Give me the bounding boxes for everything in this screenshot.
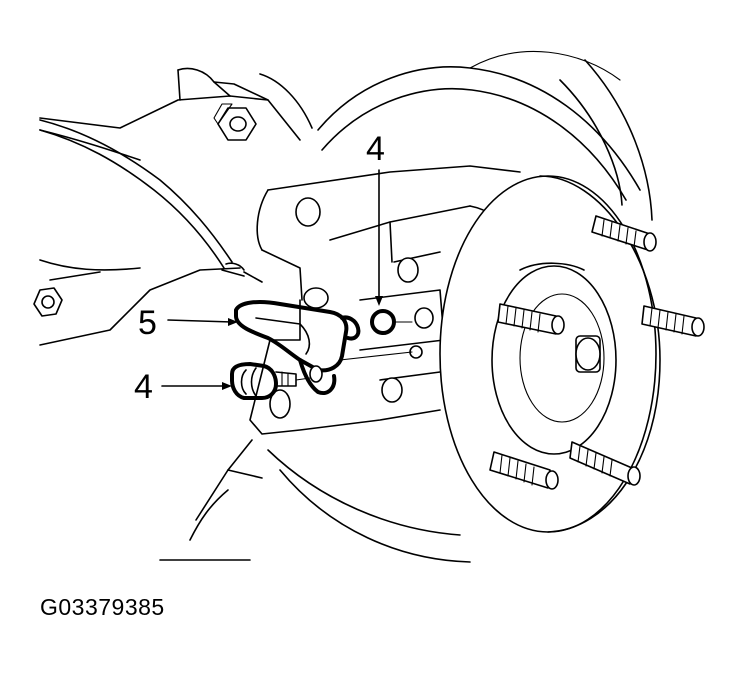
dust-shield	[267, 50, 653, 563]
speed-sensor	[234, 287, 361, 395]
wheel-hub-disc	[439, 175, 661, 533]
knuckle-bolt-left	[33, 287, 63, 317]
wheel-studs	[489, 215, 705, 490]
wheel-stud-left	[497, 303, 565, 335]
wheel-stud-right	[641, 305, 705, 337]
wheel-stud-bottom-right	[569, 441, 641, 486]
sensor-wire	[39, 119, 263, 283]
knuckle-bolt-upper	[213, 103, 257, 141]
o-ring	[370, 309, 413, 335]
wheel-stud-bottom-left	[489, 451, 559, 490]
callout-leaders	[161, 169, 383, 390]
wheel-stud-top	[591, 215, 657, 252]
bolt	[230, 362, 323, 400]
callout-label-bolt: 4	[134, 368, 153, 406]
callout-label-speed-sensor: 5	[138, 304, 157, 342]
hub-flange	[249, 165, 521, 435]
callout-label-o-ring: 4	[366, 130, 385, 168]
steering-knuckle	[39, 67, 313, 561]
figure-id: G03379385	[40, 594, 165, 620]
